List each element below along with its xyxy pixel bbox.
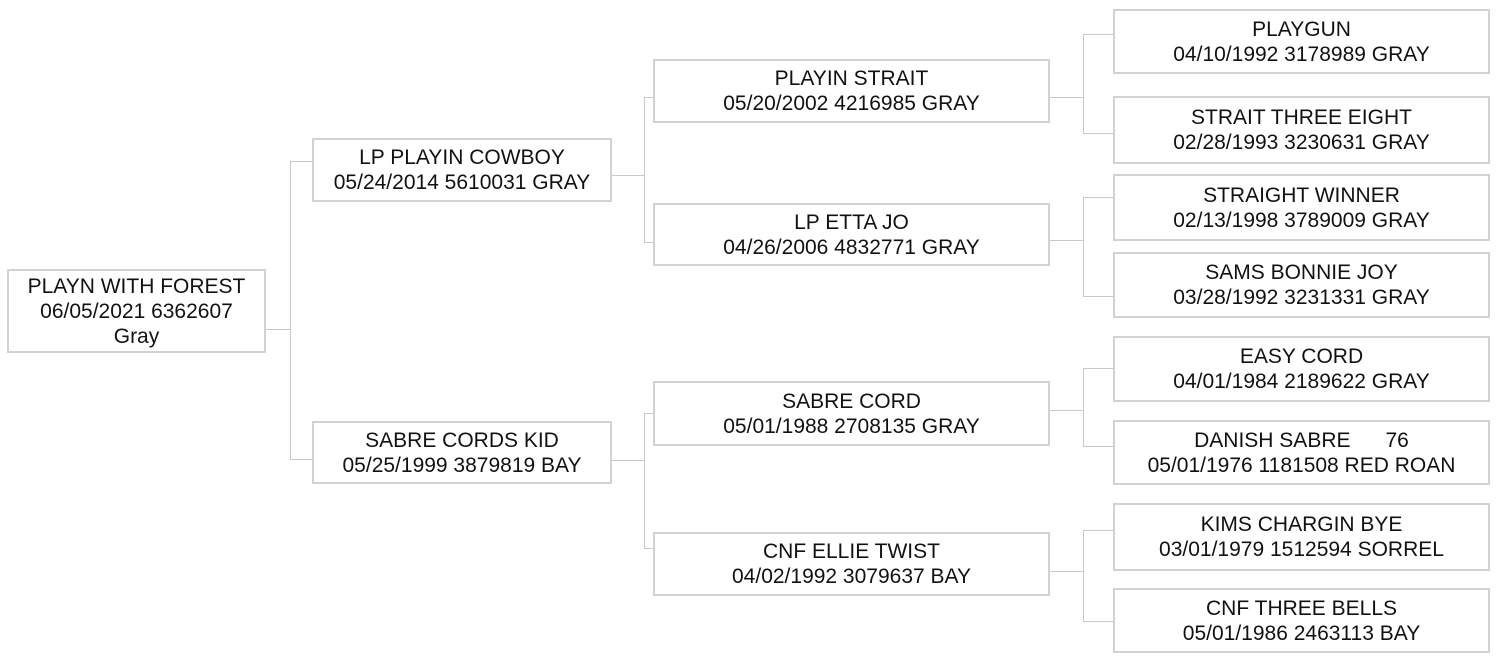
connector xyxy=(612,175,644,176)
dam-dam-details: 04/02/1992 3079637 BAY xyxy=(732,565,971,588)
connector xyxy=(644,413,645,549)
sire-sire-box[interactable]: PLAYIN STRAIT 05/20/2002 4216985 GRAY xyxy=(653,59,1050,123)
dam-box[interactable]: SABRE CORDS KID 05/25/1999 3879819 BAY xyxy=(312,421,612,484)
dam-dam-name: CNF ELLIE TWIST xyxy=(763,540,940,563)
sire-box[interactable]: LP PLAYIN COWBOY 05/24/2014 5610031 GRAY xyxy=(312,138,612,202)
connector xyxy=(1083,530,1113,531)
dam-sire-name: SABRE CORD xyxy=(782,389,921,413)
connector xyxy=(644,97,653,98)
ss-sire-box[interactable]: PLAYGUN 04/10/1992 3178989 GRAY xyxy=(1113,9,1490,74)
ds-sire-box[interactable]: EASY CORD 04/01/1984 2189622 GRAY xyxy=(1113,336,1490,402)
ds-dam-details: 05/01/1976 1181508 RED ROAN xyxy=(1147,453,1456,477)
ss-dam-box[interactable]: STRAIT THREE EIGHT 02/28/1993 3230631 GR… xyxy=(1113,96,1490,164)
sd-dam-details: 03/28/1992 3231331 GRAY xyxy=(1173,286,1430,309)
ss-sire-details: 04/10/1992 3178989 GRAY xyxy=(1173,42,1430,66)
connector xyxy=(1083,296,1113,297)
sd-sire-name: STRAIGHT WINNER xyxy=(1203,183,1400,207)
dam-sire-details: 05/01/1988 2708135 GRAY xyxy=(723,414,980,438)
dam-details: 05/25/1999 3879819 BAY xyxy=(342,453,582,477)
connector xyxy=(1083,34,1113,35)
ss-dam-details: 02/28/1993 3230631 GRAY xyxy=(1173,131,1430,154)
sire-details: 05/24/2014 5610031 GRAY xyxy=(333,171,591,194)
sd-sire-box[interactable]: STRAIGHT WINNER 02/13/1998 3789009 GRAY xyxy=(1113,174,1490,241)
subject-name: PLAYN WITH FOREST xyxy=(27,274,246,298)
connector xyxy=(644,413,653,414)
sire-sire-details: 05/20/2002 4216985 GRAY xyxy=(723,92,980,115)
connector xyxy=(612,460,644,461)
connector xyxy=(290,459,312,460)
ds-sire-name: EASY CORD xyxy=(1239,345,1364,368)
dd-dam-box[interactable]: CNF THREE BELLS 05/01/1986 2463113 BAY xyxy=(1113,588,1490,653)
connector xyxy=(266,329,290,330)
connector xyxy=(1083,368,1084,447)
subject-color: Gray xyxy=(113,324,160,348)
connector xyxy=(1083,446,1113,447)
connector xyxy=(1083,197,1084,297)
subject-box[interactable]: PLAYN WITH FOREST 06/05/2021 6362607 Gra… xyxy=(7,269,266,353)
sd-sire-details: 02/13/1998 3789009 GRAY xyxy=(1173,208,1430,232)
connector xyxy=(1083,34,1084,134)
connector xyxy=(290,161,312,162)
dd-sire-box[interactable]: KIMS CHARGIN BYE 03/01/1979 1512594 SORR… xyxy=(1113,503,1490,571)
dam-sire-box[interactable]: SABRE CORD 05/01/1988 2708135 GRAY xyxy=(653,381,1050,446)
ds-dam-name: DANISH SABRE 76 xyxy=(1194,428,1409,452)
dd-sire-details: 03/01/1979 1512594 SORREL xyxy=(1159,538,1444,561)
connector xyxy=(1050,97,1084,98)
ds-sire-details: 04/01/1984 2189622 GRAY xyxy=(1173,370,1430,393)
connector xyxy=(644,97,645,243)
connector xyxy=(644,548,653,549)
ss-sire-name: PLAYGUN xyxy=(1252,17,1351,41)
connector xyxy=(1083,133,1113,134)
sd-dam-name: SAMS BONNIE JOY xyxy=(1205,261,1398,284)
sire-dam-details: 04/26/2006 4832771 GRAY xyxy=(723,235,980,259)
dd-sire-name: KIMS CHARGIN BYE xyxy=(1200,513,1403,536)
dd-dam-name: CNF THREE BELLS xyxy=(1206,596,1397,620)
connector xyxy=(1083,368,1113,369)
sire-name: LP PLAYIN COWBOY xyxy=(359,146,565,169)
dd-dam-details: 05/01/1986 2463113 BAY xyxy=(1182,621,1421,645)
dam-dam-box[interactable]: CNF ELLIE TWIST 04/02/1992 3079637 BAY xyxy=(653,532,1050,596)
sire-dam-box[interactable]: LP ETTA JO 04/26/2006 4832771 GRAY xyxy=(653,203,1050,266)
subject-details: 06/05/2021 6362607 xyxy=(40,299,233,323)
sd-dam-box[interactable]: SAMS BONNIE JOY 03/28/1992 3231331 GRAY xyxy=(1113,252,1490,318)
sire-dam-name: LP ETTA JO xyxy=(794,210,909,234)
connector xyxy=(644,242,653,243)
ds-dam-box[interactable]: DANISH SABRE 76 05/01/1976 1181508 RED R… xyxy=(1113,420,1490,485)
connector xyxy=(1083,530,1084,622)
ss-dam-name: STRAIT THREE EIGHT xyxy=(1191,106,1412,129)
connector xyxy=(1050,571,1084,572)
connector xyxy=(1083,621,1113,622)
connector xyxy=(1050,410,1084,411)
dam-name: SABRE CORDS KID xyxy=(365,428,559,452)
connector xyxy=(1050,240,1084,241)
sire-sire-name: PLAYIN STRAIT xyxy=(774,67,929,90)
connector xyxy=(1083,197,1113,198)
connector xyxy=(290,161,291,460)
